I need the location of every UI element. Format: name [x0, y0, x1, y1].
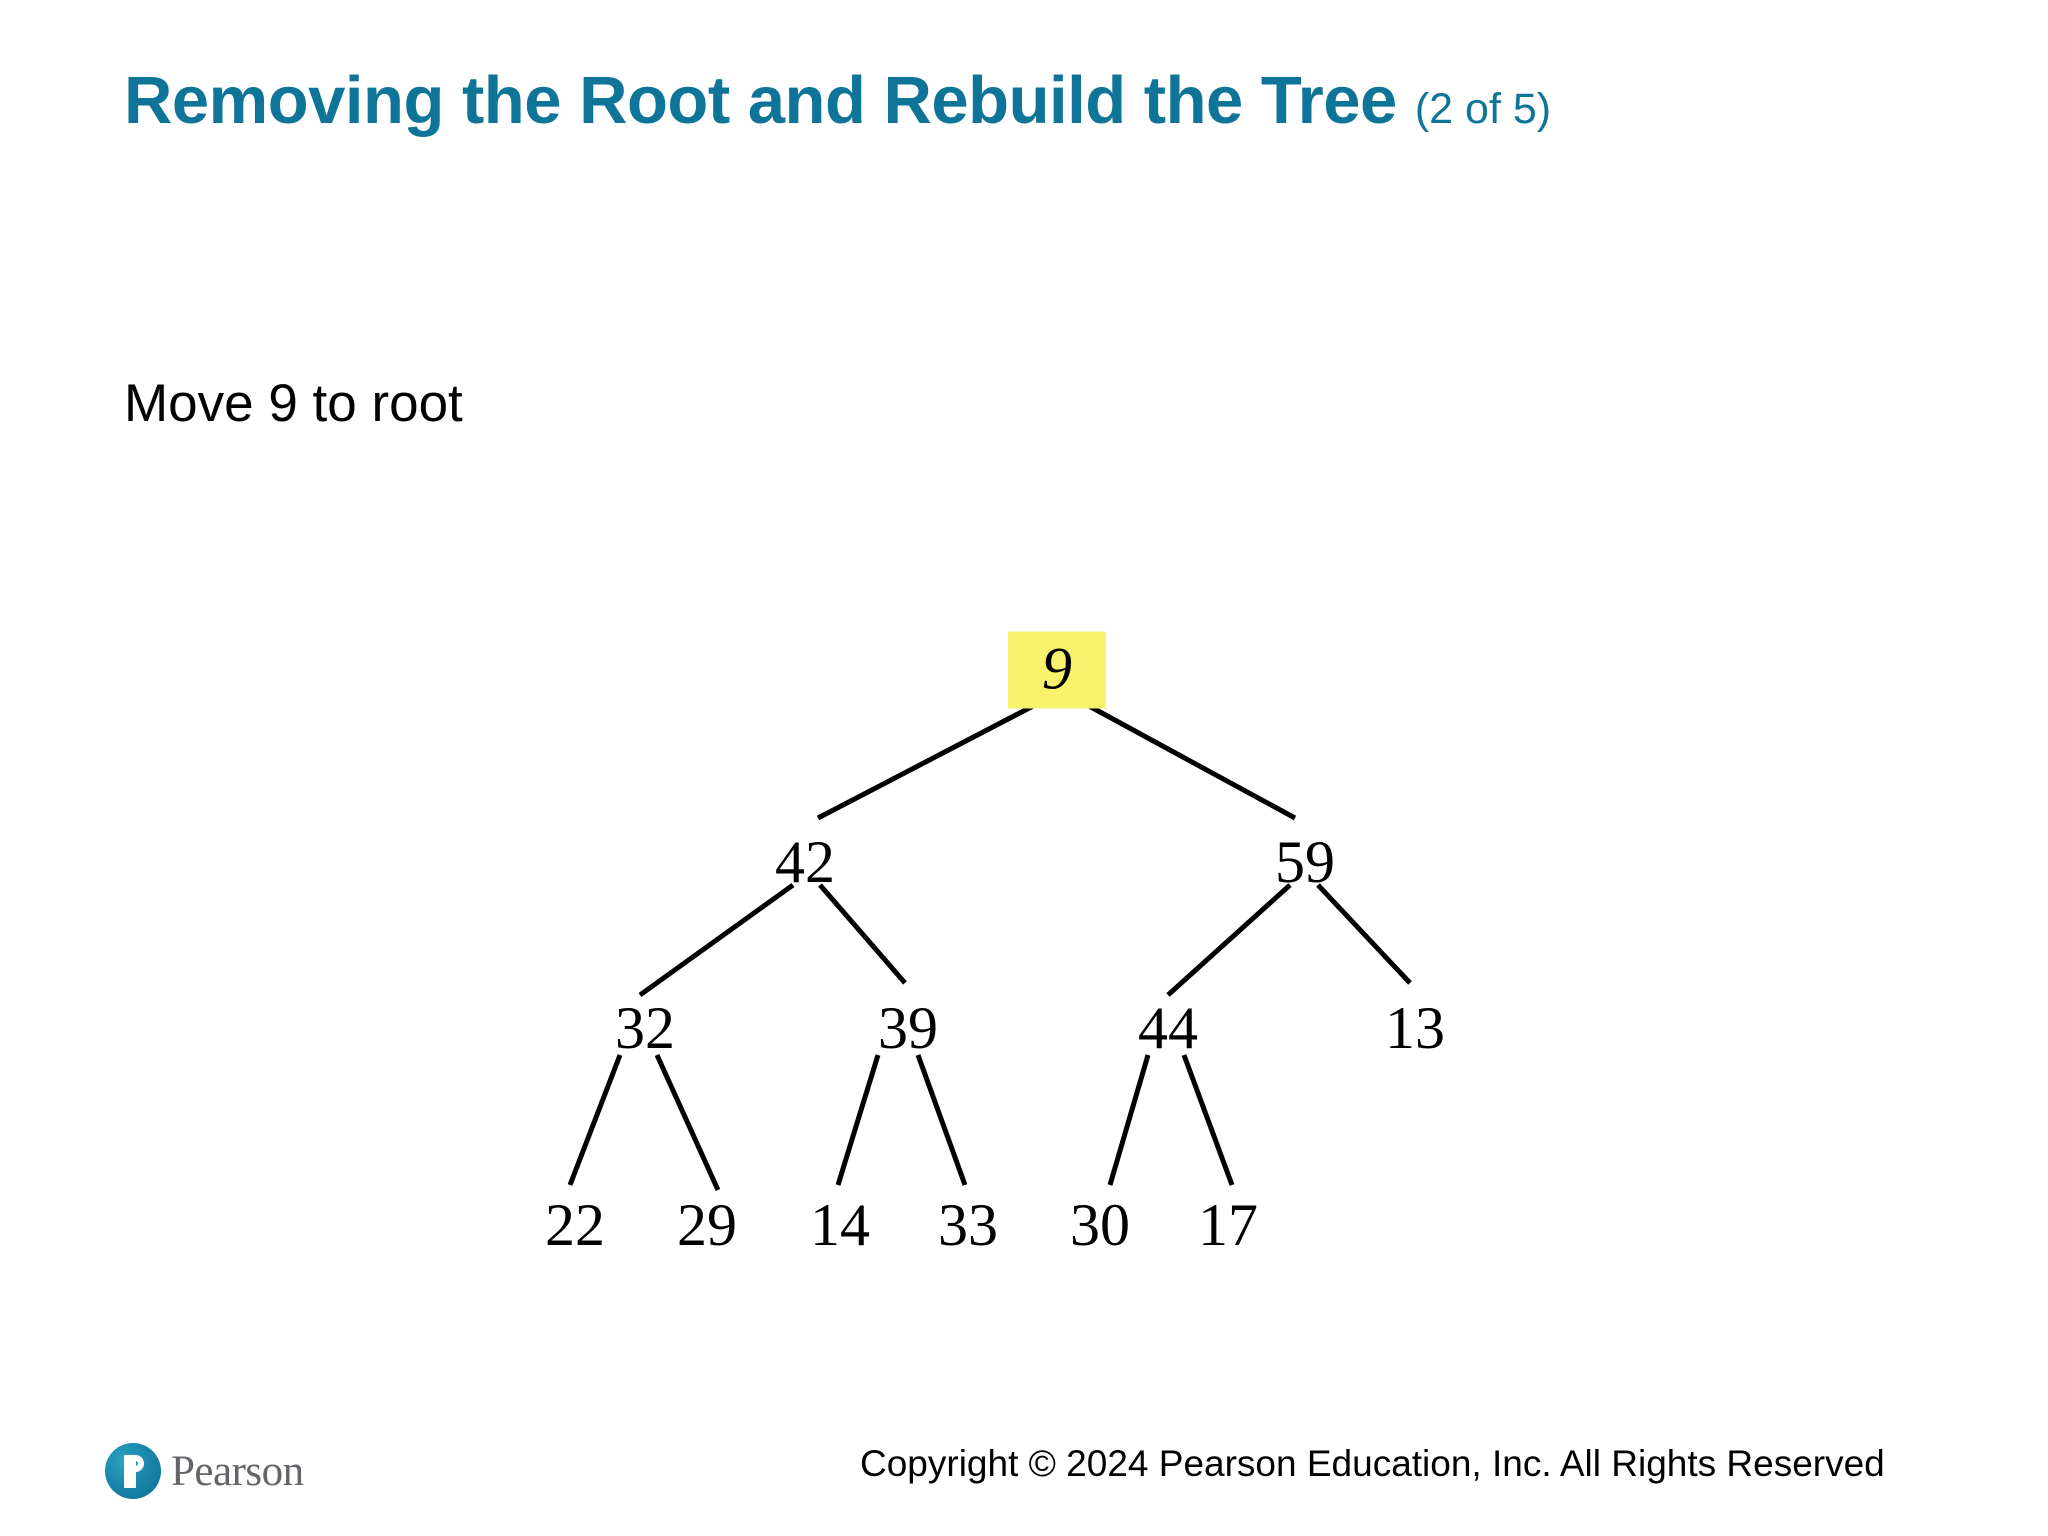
- tree-node-13: 13: [1385, 995, 1445, 1061]
- tree-edge: [818, 883, 907, 985]
- pearson-logo: Pearson: [105, 1443, 304, 1499]
- tree-edge: [654, 1053, 721, 1192]
- tree-node-29: 29: [677, 1192, 737, 1258]
- copyright-text: Copyright © 2024 Pearson Education, Inc.…: [860, 1443, 1885, 1484]
- tree-edge: [835, 1054, 881, 1186]
- instruction-text: Move 9 to root: [124, 374, 463, 433]
- tree-edge: [1316, 883, 1412, 985]
- tree-node-42: 42: [775, 829, 835, 895]
- tree-node-32: 32: [615, 995, 675, 1061]
- page-title-main: Removing the Root and Rebuild the Tree: [124, 63, 1397, 138]
- tree-edge: [915, 1054, 968, 1186]
- tree-node-59: 59: [1275, 829, 1335, 895]
- pearson-logo-text: Pearson: [171, 1447, 304, 1495]
- tree-edge: [1181, 1054, 1235, 1186]
- tree-edge: [816, 702, 1037, 821]
- tree-edge: [638, 882, 795, 998]
- tree-node-14: 14: [810, 1192, 870, 1258]
- page-title-counter: (2 of 5): [1414, 85, 1552, 133]
- tree-edge: [567, 1054, 623, 1186]
- tree-node-33: 33: [938, 1192, 998, 1258]
- tree-node-30: 30: [1070, 1192, 1130, 1258]
- tree-node-22: 22: [545, 1192, 605, 1258]
- page-title: Removing the Root and Rebuild the Tree (…: [124, 56, 1824, 145]
- tree-node-17: 17: [1198, 1192, 1258, 1258]
- pearson-p-icon: [105, 1443, 161, 1499]
- tree-node-39: 39: [878, 995, 938, 1061]
- tree-edge: [1076, 697, 1297, 821]
- tree-edge: [1166, 883, 1292, 997]
- tree-node-9: 9: [1008, 631, 1106, 709]
- tree-edge: [1107, 1054, 1151, 1186]
- tree-node-44: 44: [1138, 995, 1198, 1061]
